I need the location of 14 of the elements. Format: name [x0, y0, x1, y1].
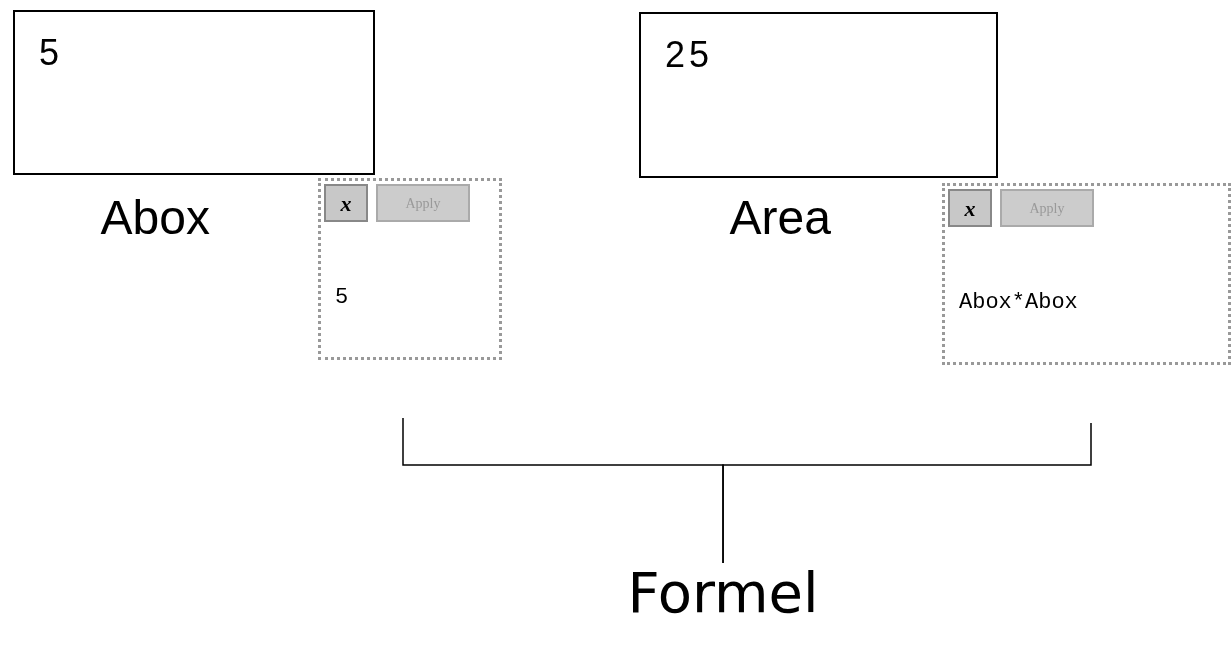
callout-label: Formel: [627, 560, 819, 625]
value-box: [13, 10, 375, 175]
leader-line: [722, 422, 1092, 564]
formula-panel: [942, 183, 1231, 365]
formula-text: 5: [335, 285, 349, 310]
value-box: [639, 12, 998, 178]
value-text: 25: [665, 34, 714, 76]
formula-panel: [318, 178, 502, 360]
close-button: x: [324, 184, 368, 222]
field-name: Abox: [100, 190, 210, 245]
field-name: Area: [729, 190, 831, 245]
formula-text: Abox*Abox: [959, 290, 1078, 315]
close-button: x: [948, 189, 992, 227]
value-text: 5: [39, 32, 64, 74]
